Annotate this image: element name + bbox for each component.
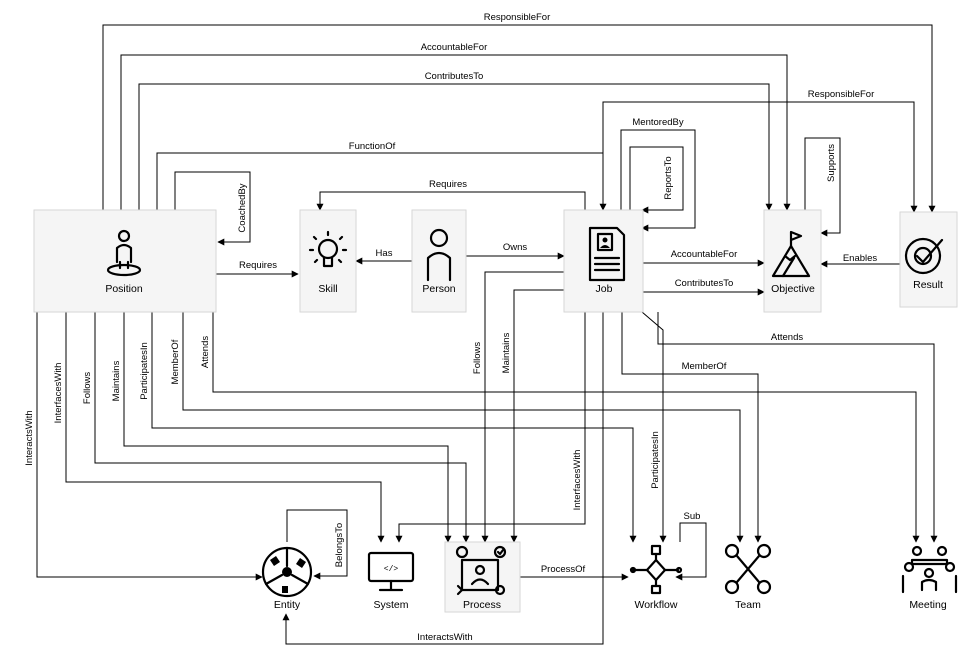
node-objective[interactable]: Objective <box>763 209 822 313</box>
node-meeting[interactable]: Meeting <box>901 545 958 611</box>
edge-position-objective-accountable <box>120 54 791 211</box>
edges <box>36 24 938 645</box>
edge-label: Maintains <box>111 360 122 401</box>
edge-label: ContributesTo <box>425 71 484 82</box>
edge-label: AccountableFor <box>421 42 488 53</box>
job-document-icon <box>588 226 626 282</box>
target-check-icon <box>904 237 944 275</box>
edge-label: ProcessOf <box>541 564 586 575</box>
edge-job-mentoredby <box>620 129 696 232</box>
edge-label: BelongsTo <box>334 523 345 567</box>
edge-job-entity-interactswith <box>282 312 604 645</box>
node-label: Process <box>463 599 501 611</box>
edge-position-job-functionof <box>156 152 607 211</box>
edge-position-process-follows <box>94 312 470 543</box>
entity-icon <box>261 546 313 598</box>
node-label: Person <box>422 283 455 295</box>
edge-label: Owns <box>503 242 528 253</box>
node-entity[interactable]: Entity <box>261 546 313 611</box>
edge-label: Requires <box>429 179 467 190</box>
edge-label: InterfacesWith <box>572 450 583 511</box>
node-person[interactable]: Person <box>411 209 467 313</box>
edge-objective-supports <box>804 137 841 237</box>
edge-label: AccountableFor <box>671 249 738 260</box>
edge-label: Supports <box>826 144 837 182</box>
node-system[interactable]: </> System <box>367 551 415 611</box>
edge-label: ReportsTo <box>663 156 674 199</box>
edge-job-team-memberof <box>621 312 762 543</box>
node-label: Position <box>105 283 143 295</box>
edge-label: Follows <box>472 342 483 374</box>
edge-position-system-interfaceswith <box>65 312 385 543</box>
edge-position-coachedby <box>174 171 251 246</box>
process-icon <box>455 545 507 596</box>
node-skill[interactable]: Skill <box>299 209 357 313</box>
edge-job-process-maintains <box>510 289 564 543</box>
edge-workflow-sub <box>675 522 707 581</box>
edge-label: Attends <box>771 332 803 343</box>
edge-position-entity-interactswith <box>36 312 263 581</box>
node-label: Skill <box>318 283 337 295</box>
edge-label: Enables <box>843 253 878 264</box>
node-label: Entity <box>274 599 301 611</box>
edge-label: ParticipatesIn <box>650 431 661 489</box>
edge-label: FunctionOf <box>349 141 396 152</box>
edge-position-result-responsible <box>102 24 936 213</box>
edge-label: Follows <box>82 372 93 404</box>
edge-position-team-memberof <box>182 312 744 543</box>
svg-text:</>: </> <box>384 565 399 574</box>
edge-position-process-maintains <box>123 312 452 543</box>
monitor-icon: </> <box>367 551 415 592</box>
node-team[interactable]: Team <box>724 543 772 611</box>
node-job[interactable]: Job <box>563 209 644 313</box>
edge-label: ResponsibleFor <box>484 12 551 23</box>
edge-label: CoachedBy <box>237 183 248 232</box>
edge-labels: ResponsibleFor AccountableFor Contribute… <box>24 12 880 643</box>
node-result[interactable]: Result <box>899 211 958 308</box>
person-icon <box>426 228 452 282</box>
edge-label: MentoredBy <box>632 117 683 128</box>
node-label: Meeting <box>909 599 947 611</box>
edge-job-meeting-attends <box>657 312 938 543</box>
edge-position-workflow-participatesin <box>151 312 637 543</box>
edge-label: Attends <box>200 336 211 368</box>
node-label: Result <box>913 279 943 291</box>
edge-label: InteractsWith <box>417 632 472 643</box>
edge-label: MemberOf <box>682 361 727 372</box>
node-label: Team <box>735 599 761 611</box>
edge-label: InteractsWith <box>24 410 35 465</box>
edge-label: MemberOf <box>170 339 181 384</box>
edge-job-system-interfaceswith <box>395 312 586 543</box>
edge-entity-belongsto <box>286 509 348 580</box>
edge-label: Maintains <box>501 332 512 373</box>
mountain-flag-icon <box>771 230 811 278</box>
edge-position-objective-contributes <box>138 83 773 211</box>
node-label: Job <box>596 283 613 295</box>
node-workflow[interactable]: Workflow <box>629 544 683 611</box>
workflow-icon <box>629 544 683 595</box>
edge-label: Has <box>376 248 393 259</box>
lightbulb-icon <box>308 230 348 268</box>
edge-label: InterfacesWith <box>53 363 64 424</box>
node-position[interactable]: Position <box>33 209 217 313</box>
meeting-icon <box>901 545 958 594</box>
team-icon <box>724 543 772 595</box>
node-label: System <box>373 599 408 611</box>
edge-job-workflow-participatesin <box>641 311 667 543</box>
edge-label: Sub <box>684 511 701 522</box>
edge-position-meeting-attends <box>212 312 920 543</box>
edge-job-process-follows <box>481 271 564 543</box>
position-icon <box>106 229 142 277</box>
edge-label: ContributesTo <box>675 278 734 289</box>
edge-label: ResponsibleFor <box>808 89 875 100</box>
edge-job-reportsto <box>629 146 684 214</box>
node-label: Workflow <box>635 599 678 611</box>
node-label: Objective <box>771 283 815 295</box>
edge-label: Requires <box>239 260 277 271</box>
node-process[interactable]: Process <box>444 541 521 613</box>
edge-label: ParticipatesIn <box>139 342 150 400</box>
edge-job-skill-requires <box>316 191 586 211</box>
